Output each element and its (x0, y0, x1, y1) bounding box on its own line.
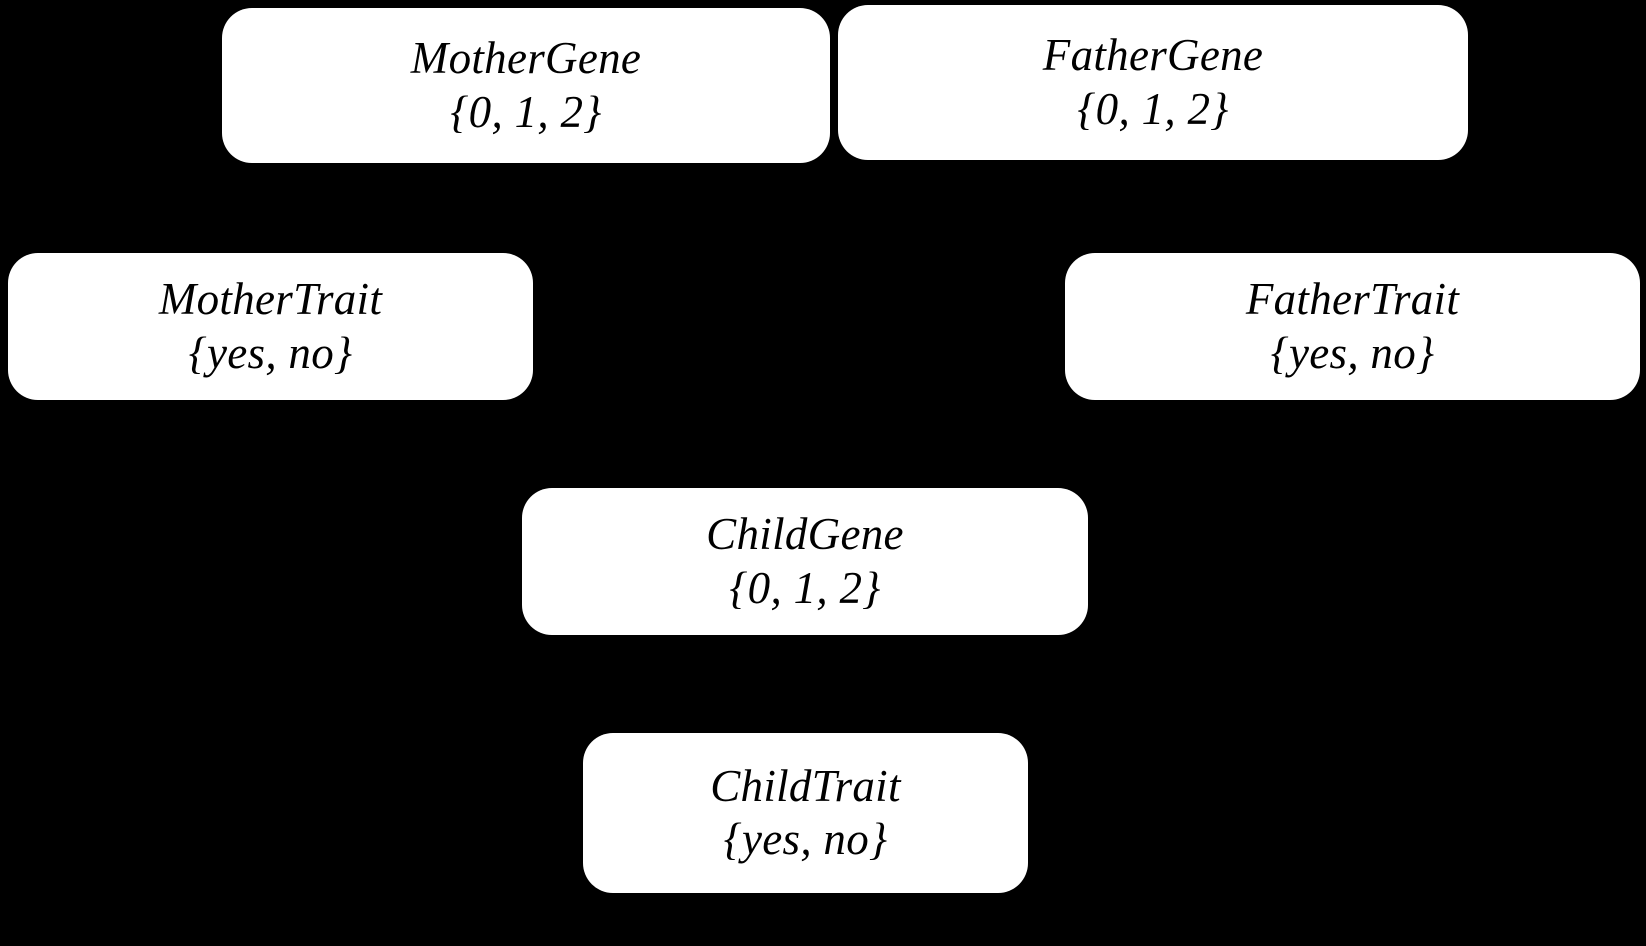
node-mother-trait-domain: {yes, no} (188, 327, 353, 378)
node-mother-gene[interactable]: MotherGene {0, 1, 2} (222, 8, 830, 163)
node-child-gene-domain: {0, 1, 2} (729, 562, 881, 613)
node-child-gene-label: ChildGene (706, 509, 904, 560)
node-mother-trait[interactable]: MotherTrait {yes, no} (8, 253, 533, 400)
node-father-gene-label: FatherGene (1042, 30, 1264, 81)
node-mother-gene-domain: {0, 1, 2} (450, 86, 602, 137)
node-mother-trait-label: MotherTrait (158, 274, 383, 325)
node-child-trait-domain: {yes, no} (723, 814, 888, 864)
node-father-trait[interactable]: FatherTrait {yes, no} (1065, 253, 1640, 400)
node-father-trait-label: FatherTrait (1245, 274, 1460, 325)
node-child-gene[interactable]: ChildGene {0, 1, 2} (522, 488, 1088, 635)
node-father-gene-domain: {0, 1, 2} (1077, 83, 1229, 134)
node-father-gene[interactable]: FatherGene {0, 1, 2} (838, 5, 1468, 160)
node-mother-gene-label: MotherGene (410, 33, 642, 84)
node-child-trait[interactable]: ChildTrait {yes, no} (583, 733, 1028, 893)
node-father-trait-domain: {yes, no} (1270, 327, 1435, 378)
node-child-trait-label: ChildTrait (710, 760, 901, 811)
